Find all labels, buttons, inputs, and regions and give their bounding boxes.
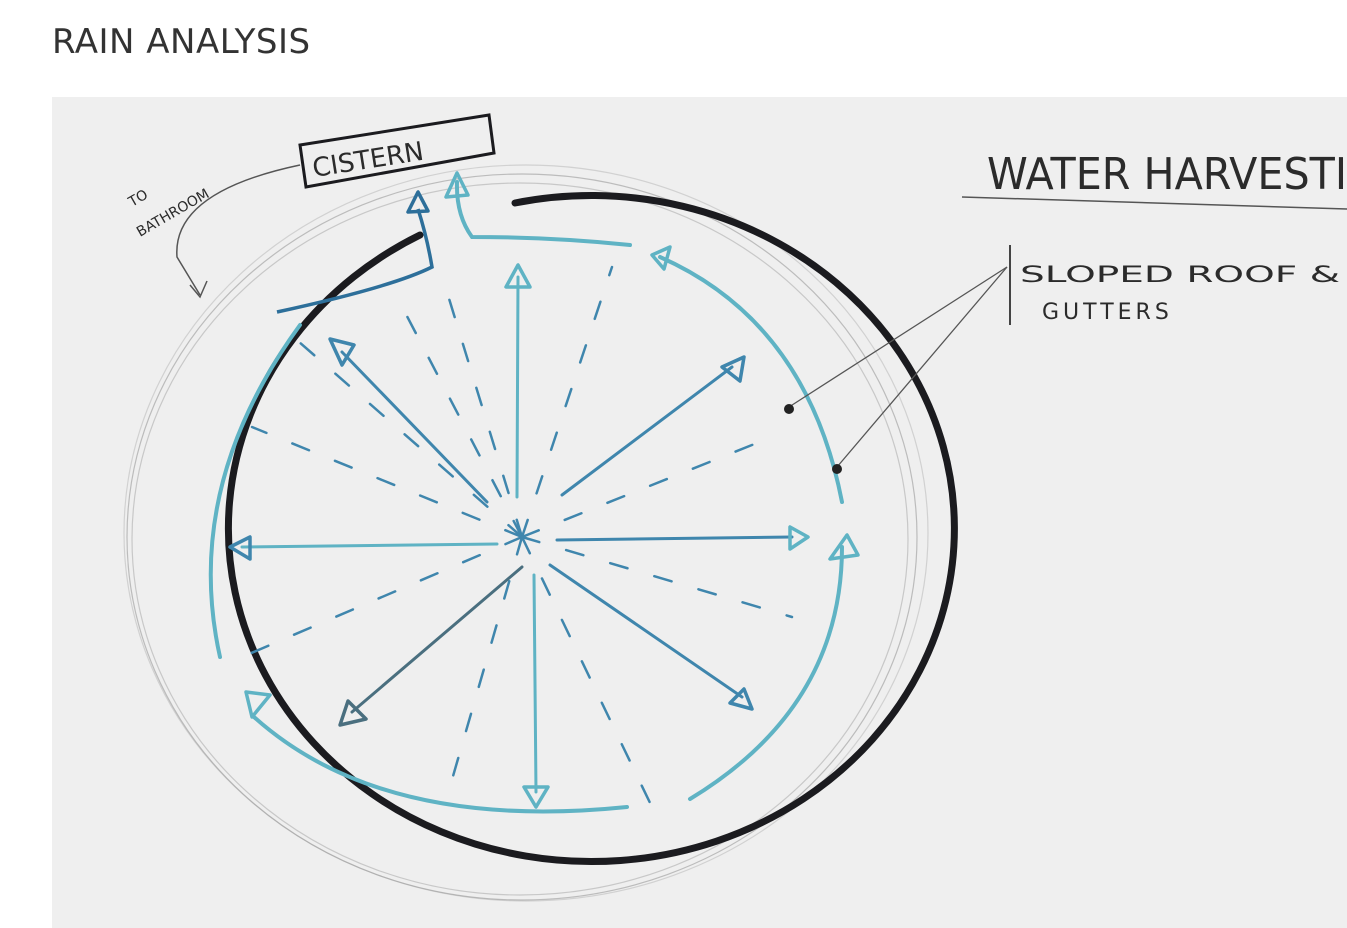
to-bathroom-line1: TO: [125, 187, 151, 211]
runoff-arrows: [240, 275, 794, 794]
roof-outline: [224, 192, 958, 866]
callout-line2: GUTTERS: [1042, 300, 1173, 325]
rain-dashes: [240, 265, 794, 809]
arrowheads: [228, 171, 860, 809]
callout-line1: SLOPED ROOF &: [1020, 263, 1340, 288]
pencil-outline-circles: [123, 164, 929, 902]
sketch-heading: WATER HARVESTI: [961, 149, 1347, 210]
to-bathroom-annotation: TO BATHROOM: [125, 164, 301, 299]
page-title: RAIN ANALYSIS: [52, 22, 311, 62]
roof-gutters-callout: SLOPED ROOF & GUTTERS: [784, 245, 1340, 474]
cistern-box: CISTERN: [298, 113, 496, 189]
water-harvesting-heading: WATER HARVESTI: [987, 149, 1347, 200]
gutter-flow-lines: [208, 180, 844, 814]
gutter-to-cistern: [276, 208, 434, 314]
sketch-image: CISTERN TO BATHROOM WATER HARVESTI SLOPE…: [52, 97, 1347, 928]
water-harvesting-diagram: CISTERN TO BATHROOM WATER HARVESTI SLOPE…: [123, 113, 1347, 902]
